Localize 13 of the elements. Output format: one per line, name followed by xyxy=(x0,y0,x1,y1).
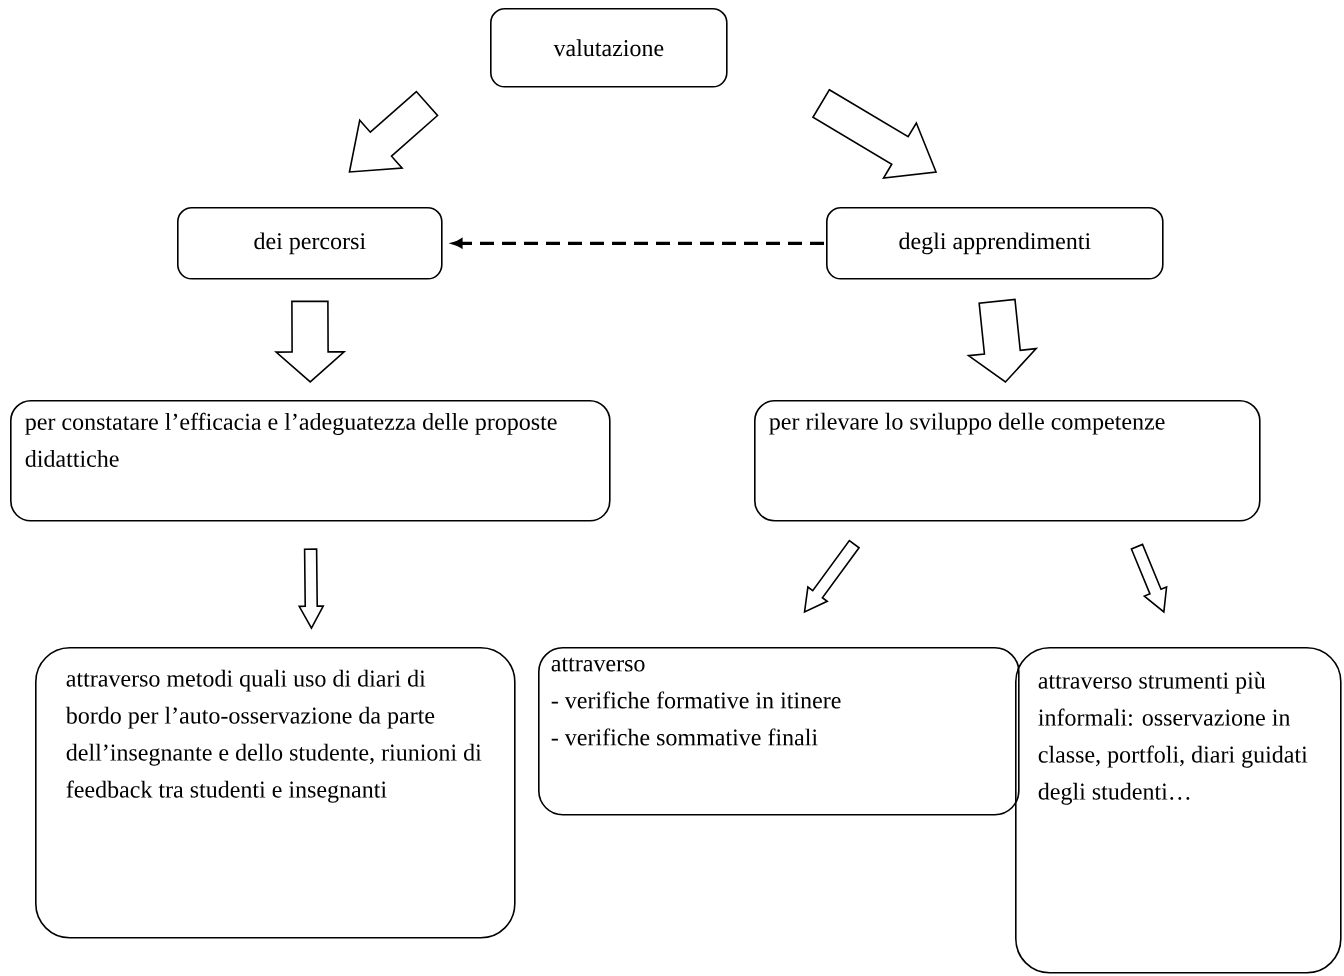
text-box: dei percorsi xyxy=(177,207,443,280)
block-arrow xyxy=(1130,543,1168,614)
text-box: degli apprendimenti xyxy=(826,207,1164,280)
text-box: valutazione xyxy=(490,8,728,88)
text-box: attraverso strumenti più informali: osservazione in classe, portfoli, diari guidati degli studenti… xyxy=(1015,647,1342,974)
block-arrow xyxy=(348,90,439,173)
text-box: per constatare l’efficacia e l’adeguatezza delle proposte didattiche xyxy=(10,400,611,522)
text-box: attraverso - verifiche formative in itinere - verifiche sommative finali xyxy=(538,647,1020,816)
block-arrow xyxy=(966,298,1039,383)
text-box: per rilevare lo sviluppo delle competenze xyxy=(754,400,1261,522)
text-box: attraverso metodi quali uso di diari di bordo per l’auto-osservazione da parte dell’insegnante e dello studente, riunioni di feedback tra studenti e insegnanti xyxy=(35,647,516,939)
block-arrow xyxy=(274,300,347,383)
block-arrow xyxy=(297,548,325,630)
